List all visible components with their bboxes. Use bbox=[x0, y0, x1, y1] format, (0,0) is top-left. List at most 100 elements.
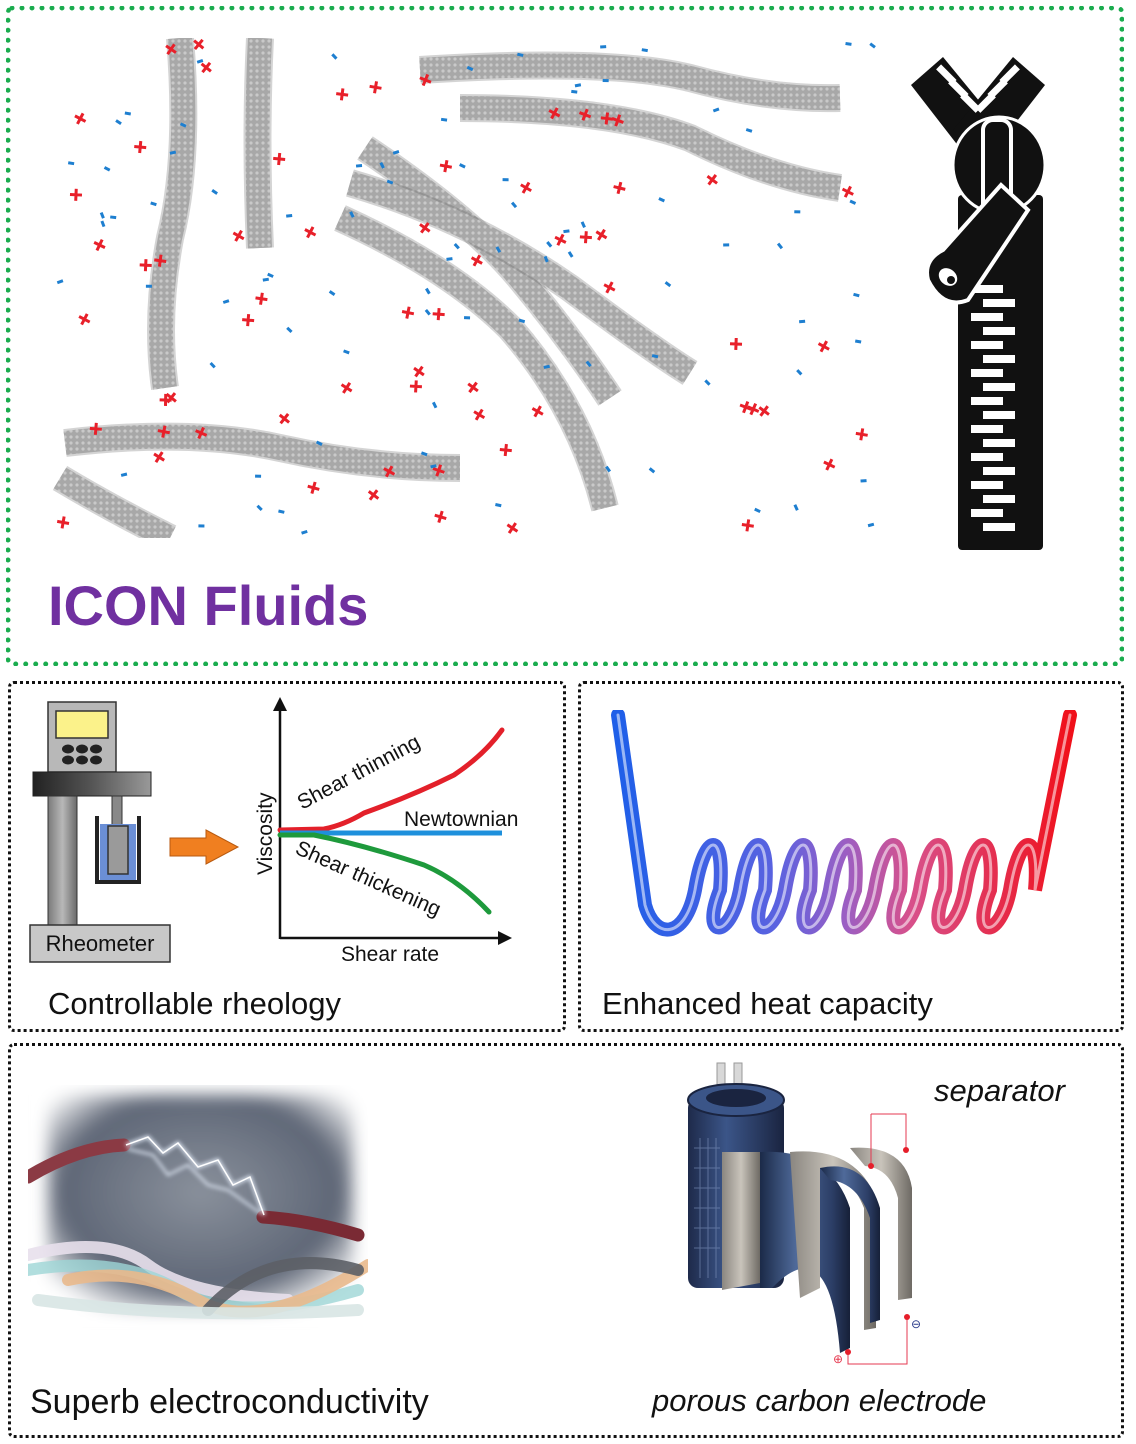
negative-charge bbox=[495, 246, 502, 253]
negative-charge bbox=[567, 251, 574, 258]
coil-highlight bbox=[616, 713, 1072, 932]
x-axis-arrow bbox=[498, 931, 512, 945]
negative-charge bbox=[328, 290, 336, 297]
negative-charge bbox=[286, 326, 293, 334]
zipper-tooth bbox=[983, 439, 1015, 447]
electroconductivity-caption: Superb electroconductivity bbox=[30, 1383, 429, 1421]
positive-charge bbox=[613, 181, 626, 195]
negative-charge bbox=[571, 89, 578, 94]
negative-charge bbox=[430, 464, 437, 469]
page-title: ICON Fluids bbox=[48, 574, 369, 637]
positive-charge bbox=[595, 228, 608, 241]
positive-charge bbox=[817, 340, 830, 353]
rheometer-arm bbox=[32, 771, 152, 797]
negative-charge bbox=[543, 364, 550, 369]
porous-carbon-electrode-label: porous carbon electrode bbox=[652, 1383, 987, 1418]
positive-charge bbox=[409, 380, 423, 393]
negative-charge bbox=[651, 354, 659, 359]
negative-charge bbox=[585, 360, 592, 368]
positive-charge bbox=[579, 231, 592, 244]
zipper-tooth bbox=[983, 383, 1015, 391]
positive-charge bbox=[434, 510, 447, 524]
negative-charge bbox=[209, 361, 216, 369]
negative-charge bbox=[745, 128, 753, 133]
nanotube bbox=[419, 51, 841, 113]
nanotube bbox=[147, 38, 198, 390]
positive-charge bbox=[823, 458, 836, 471]
negative-charge bbox=[179, 122, 187, 128]
positive-charge bbox=[78, 313, 91, 326]
positive-charge bbox=[499, 443, 512, 457]
negative-terminal-symbol: ⊖ bbox=[911, 1317, 921, 1331]
nanotube bbox=[459, 94, 843, 202]
positive-charge bbox=[383, 465, 396, 478]
positive-charge bbox=[432, 464, 445, 477]
separator-label: separator bbox=[934, 1073, 1065, 1108]
positive-charge bbox=[232, 229, 245, 242]
negative-charge bbox=[869, 42, 876, 49]
negative-charge bbox=[120, 472, 128, 477]
negative-charge bbox=[424, 308, 431, 316]
zipper-tooth bbox=[971, 341, 1003, 349]
rheology-panel bbox=[8, 681, 566, 1032]
negative-charge bbox=[100, 220, 106, 228]
heat-capacity-caption: Enhanced heat capacity bbox=[602, 986, 933, 1021]
negative-charge bbox=[546, 241, 553, 248]
separator-layer bbox=[850, 1147, 912, 1300]
positive-charge bbox=[139, 259, 152, 272]
coil-tube bbox=[611, 710, 1077, 937]
negative-charge bbox=[150, 201, 157, 207]
positive-charge bbox=[473, 408, 486, 421]
nanotube bbox=[52, 465, 177, 538]
x-axis-label: Shear rate bbox=[341, 943, 439, 965]
negative-charge bbox=[425, 287, 431, 295]
positive-charge bbox=[165, 392, 177, 404]
positive-charge bbox=[855, 428, 868, 441]
zipper-tooth bbox=[983, 299, 1015, 307]
negative-charge bbox=[854, 339, 862, 344]
icon-fluids-panel bbox=[6, 6, 1124, 666]
supercapacitor-illustration: ⊕ ⊖ bbox=[687, 1062, 921, 1366]
positive-charge bbox=[432, 308, 445, 321]
positive-charge bbox=[578, 108, 592, 121]
positive-charge bbox=[506, 522, 519, 534]
negative-charge bbox=[563, 229, 570, 234]
positive-charge bbox=[419, 73, 432, 87]
nanotube bbox=[346, 169, 698, 385]
positive-charge bbox=[741, 519, 754, 532]
positive-charge bbox=[413, 365, 425, 378]
negative-charge bbox=[799, 319, 806, 324]
positive-charge bbox=[706, 174, 718, 186]
arrow-icon bbox=[169, 829, 240, 865]
y-axis-arrow bbox=[273, 697, 287, 711]
negative-charge bbox=[420, 451, 428, 457]
positive-charge bbox=[600, 112, 613, 125]
rheometer-column bbox=[47, 795, 78, 927]
zipper-tooth bbox=[983, 355, 1015, 363]
zipper-tooth bbox=[971, 453, 1003, 461]
positive-charge bbox=[747, 403, 760, 416]
zipper-tooth bbox=[971, 313, 1003, 321]
shear-thickening-curve bbox=[277, 832, 492, 915]
positive-charge bbox=[89, 422, 102, 435]
positive-charge bbox=[56, 516, 70, 529]
zipper-tooth bbox=[971, 425, 1003, 433]
cables bbox=[28, 1241, 368, 1320]
negative-charge bbox=[124, 111, 132, 116]
negative-charge bbox=[67, 161, 75, 166]
positive-charge bbox=[470, 254, 483, 267]
negative-charge bbox=[343, 349, 350, 355]
positive-charge bbox=[467, 381, 479, 394]
y-axis-label: Viscosity bbox=[254, 792, 277, 875]
positive-charge bbox=[255, 292, 268, 305]
rheology-caption: Controllable rheology bbox=[48, 986, 341, 1021]
positive-charge bbox=[548, 107, 561, 120]
negative-charge bbox=[605, 465, 612, 473]
rheometer-label: Rheometer bbox=[46, 931, 155, 956]
zipper-tooth bbox=[983, 327, 1015, 335]
zipper-tooth bbox=[971, 285, 1003, 293]
negative-charge bbox=[256, 504, 263, 512]
negative-charge bbox=[446, 257, 453, 261]
positive-charge bbox=[611, 114, 624, 127]
zipper-icon bbox=[911, 57, 1047, 550]
